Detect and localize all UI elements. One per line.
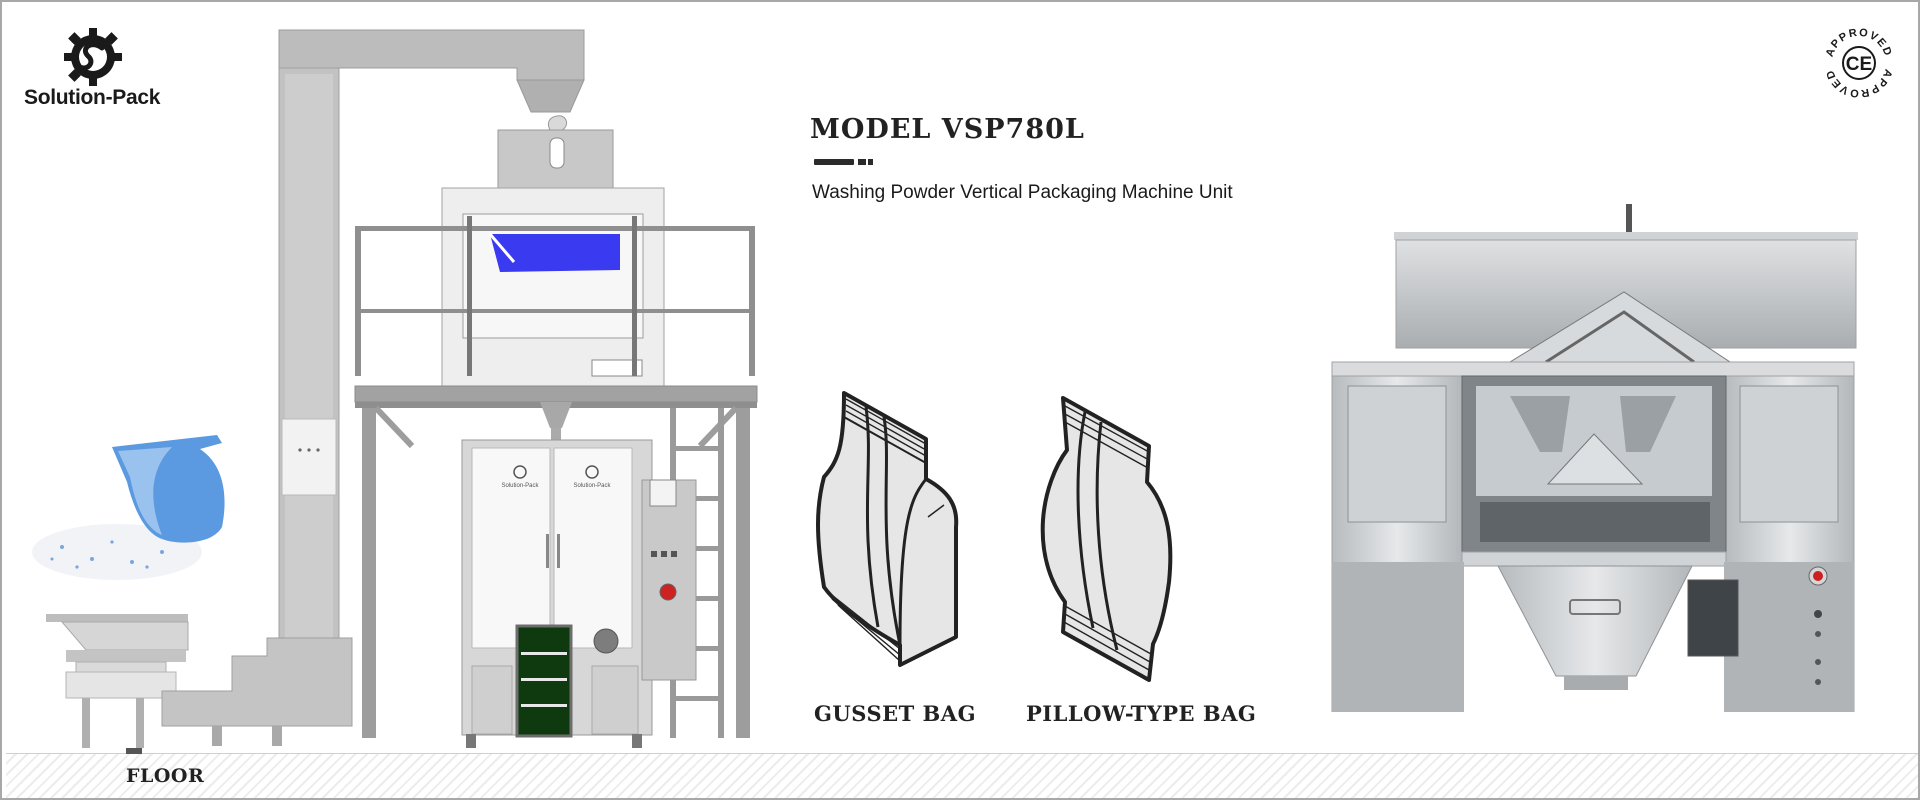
linear-weigher-machine bbox=[1331, 204, 1858, 712]
gusset-bag-label: GUSSET BAG bbox=[814, 701, 977, 726]
ce-approved-seal-icon: APPROVED APPROVED CE bbox=[1824, 27, 1893, 100]
floor-line bbox=[6, 753, 1918, 754]
floor-hatch bbox=[6, 754, 1918, 798]
title-underline-dot bbox=[868, 159, 873, 165]
door-logo-right: Solution-Pack bbox=[573, 483, 611, 489]
title-underline bbox=[814, 159, 854, 165]
washing-powder-scoop bbox=[32, 435, 225, 580]
gear-logo-icon bbox=[64, 28, 122, 86]
floor-label: FLOOR bbox=[126, 765, 205, 787]
title-underline-dot bbox=[858, 159, 866, 165]
vibrating-feeder bbox=[46, 614, 189, 754]
door-logo-left: Solution-Pack bbox=[501, 483, 539, 489]
ce-mark: CE bbox=[1846, 54, 1872, 75]
brand-name: Solution-Pack bbox=[24, 86, 161, 109]
machine-subtitle: Washing Powder Vertical Packaging Machin… bbox=[812, 182, 1233, 203]
pillow-bag-label: PILLOW-TYPE BAG bbox=[1026, 701, 1257, 726]
vertical-packaging-machine: Solution-Pack Solution-Pack bbox=[161, 29, 758, 748]
gusset-bag-illustration bbox=[816, 391, 959, 667]
pillow-bag-illustration bbox=[1040, 396, 1173, 682]
model-title: MODEL VSP780L bbox=[810, 114, 1085, 145]
